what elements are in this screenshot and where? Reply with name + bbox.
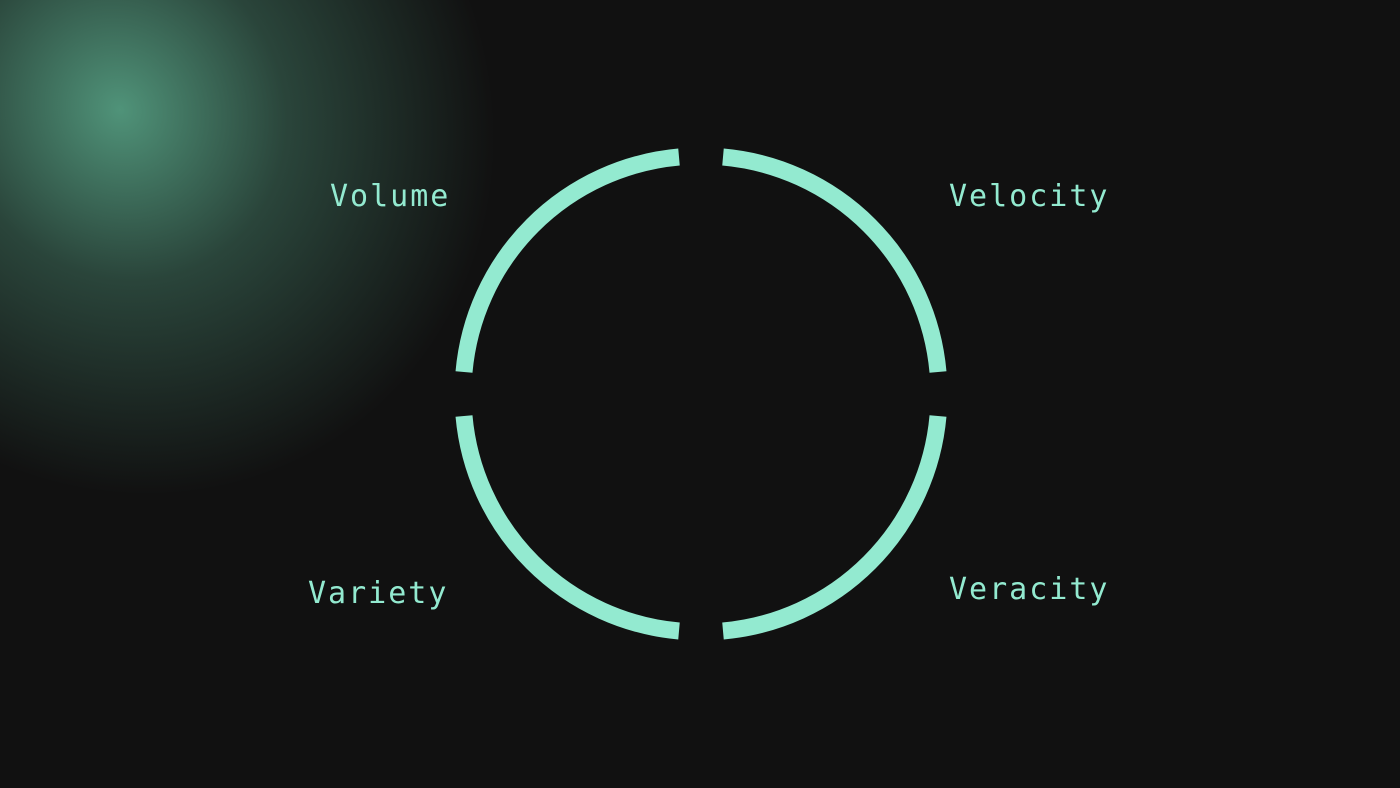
- ring-segment-veracity: [722, 415, 947, 640]
- variety-label: Variety: [308, 576, 449, 611]
- ring-segment-velocity: [722, 148, 947, 373]
- ring-segment-volume: [455, 148, 680, 373]
- ring-segment-variety: [455, 415, 680, 640]
- veracity-label: Veracity: [949, 572, 1110, 607]
- volume-label: Volume: [330, 179, 451, 214]
- velocity-label: Velocity: [949, 179, 1110, 214]
